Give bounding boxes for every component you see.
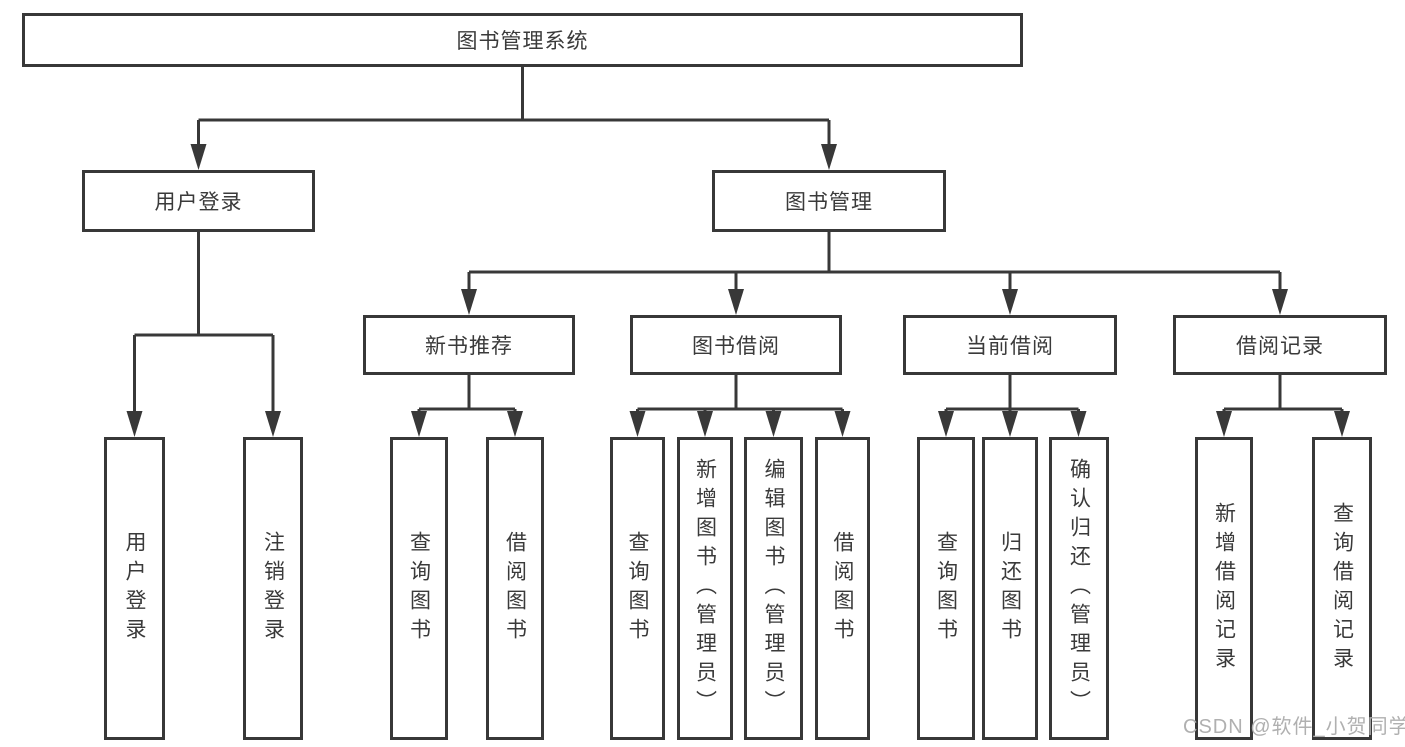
node-current-borrowing: 当前借阅: [903, 315, 1117, 375]
leaf-borrow-books: 借阅图书: [815, 437, 870, 740]
node-root-system: 图书管理系统: [22, 13, 1023, 67]
leaf-query-borrow-record: 查询借阅记录: [1312, 437, 1372, 740]
node-label: 图书借阅: [692, 335, 780, 358]
node-label: 当前借阅: [966, 335, 1054, 358]
node-new-book-recommend: 新书推荐: [363, 315, 575, 375]
leaf-label: 查询图书: [407, 530, 431, 647]
leaf-label: 查询图书: [626, 530, 649, 647]
leaf-borrow-books-recommend: 借阅图书: [486, 437, 544, 740]
node-user-login: 用户登录: [82, 170, 315, 232]
leaf-label: 查询图书: [934, 530, 958, 647]
leaf-label: 查询借阅记录: [1330, 501, 1354, 676]
leaf-label: 注销登录: [261, 530, 285, 647]
leaf-add-books-admin: 新增图书（管理员）: [677, 437, 733, 740]
leaf-query-books-current: 查询图书: [917, 437, 975, 740]
csdn-watermark: CSDN @软件_小贺同学: [1183, 716, 1405, 738]
leaf-query-books-borrowing: 查询图书: [610, 437, 665, 740]
node-book-management: 图书管理: [712, 170, 946, 232]
leaf-confirm-return-admin: 确认归还（管理员）: [1049, 437, 1109, 740]
leaf-label: 新增图书（管理员）: [693, 458, 717, 719]
leaf-query-books-recommend: 查询图书: [390, 437, 448, 740]
leaf-label: 归还图书: [998, 530, 1022, 647]
leaf-label: 确认归还（管理员）: [1067, 458, 1091, 719]
node-book-borrowing: 图书借阅: [630, 315, 842, 375]
leaf-label: 借阅图书: [503, 530, 527, 647]
leaf-label: 借阅图书: [831, 530, 854, 647]
node-label: 图书管理: [785, 191, 873, 214]
leaf-add-borrow-record: 新增借阅记录: [1195, 437, 1253, 740]
leaf-logout: 注销登录: [243, 437, 303, 740]
node-label: 借阅记录: [1236, 335, 1324, 358]
leaf-label: 新增借阅记录: [1212, 501, 1236, 676]
node-label: 图书管理系统: [456, 30, 589, 53]
node-borrow-records: 借阅记录: [1173, 315, 1387, 375]
arrowhead-icons: [126, 144, 1350, 437]
node-label: 用户登录: [154, 191, 243, 214]
leaf-return-books: 归还图书: [982, 437, 1038, 740]
node-label: 新书推荐: [425, 335, 513, 358]
leaf-user-login: 用户登录: [104, 437, 165, 740]
leaf-label: 编辑图书（管理员）: [762, 458, 785, 719]
leaf-label: 用户登录: [123, 530, 146, 647]
leaf-edit-books-admin: 编辑图书（管理员）: [744, 437, 803, 740]
